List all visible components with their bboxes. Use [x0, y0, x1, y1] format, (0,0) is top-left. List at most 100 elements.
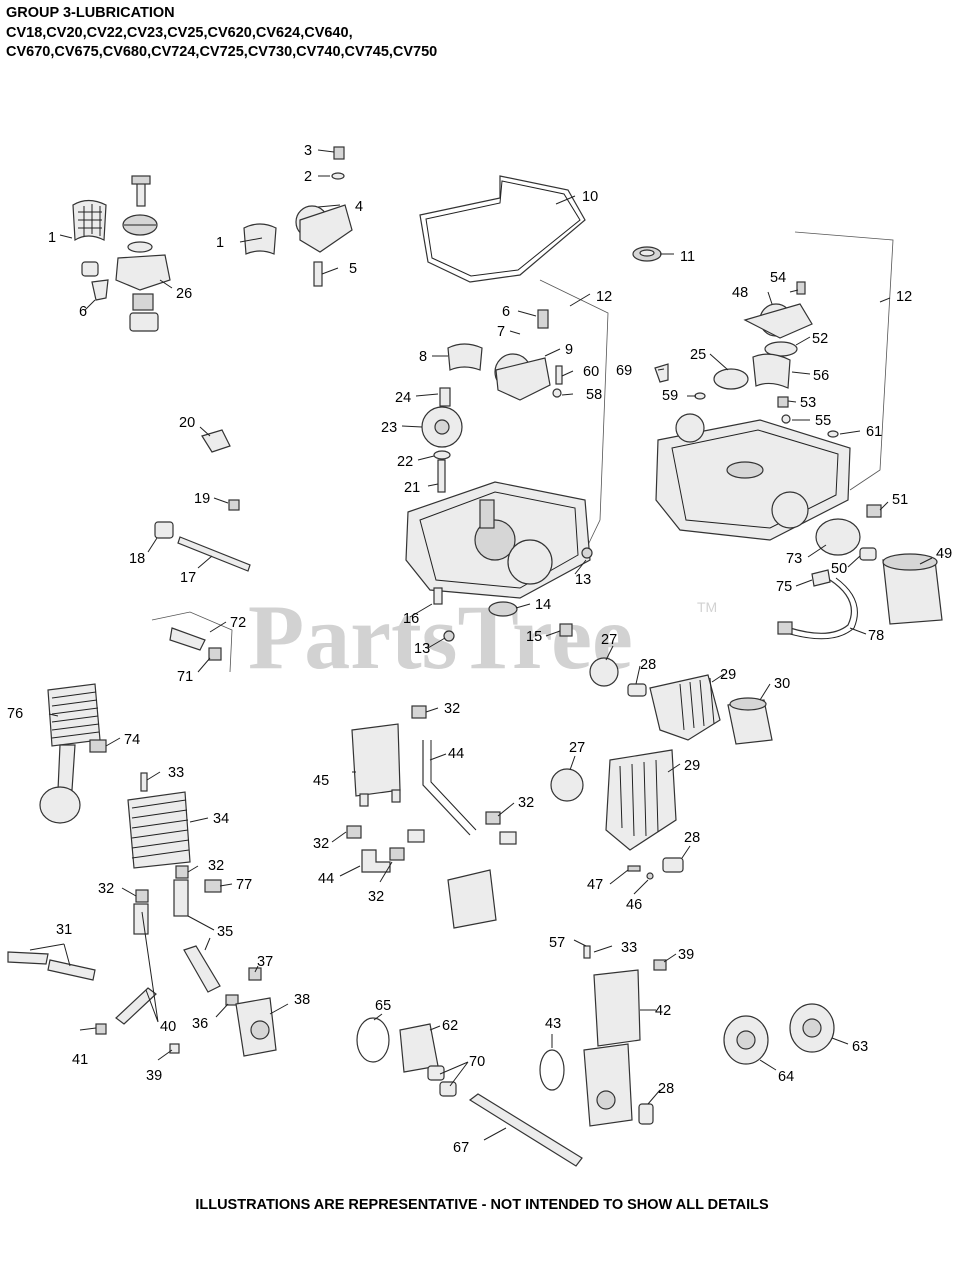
screw-33-bottom [583, 945, 591, 959]
group-bracket-12-center [539, 279, 609, 546]
callout-65: 65 [375, 998, 391, 1014]
callout-4: 4 [355, 199, 363, 215]
oil-cooler-34 [127, 791, 191, 869]
oil-hose-78 [789, 579, 852, 634]
callout-27-a: 27 [601, 632, 617, 648]
ball-46 [646, 872, 654, 880]
oil-cooler-29-upper [649, 674, 721, 741]
callout-52: 52 [812, 331, 828, 347]
callout-29-a: 29 [720, 667, 736, 683]
screw-33-left [140, 772, 148, 792]
callout-32-e: 32 [208, 858, 224, 874]
callout-58: 58 [586, 387, 602, 403]
callout-50: 50 [831, 561, 847, 577]
elbow-44 [361, 849, 391, 873]
callout-25: 25 [690, 347, 706, 363]
clamp-32-top [411, 705, 427, 719]
sleeve-18 [154, 521, 174, 539]
leader-lines [29, 149, 933, 1141]
fitting-36 [225, 994, 239, 1006]
callout-7: 7 [497, 324, 505, 340]
callout-27-b: 27 [569, 740, 585, 756]
callout-32-a: 32 [444, 701, 460, 717]
callout-39-b: 39 [678, 947, 694, 963]
callout-10: 10 [582, 189, 598, 205]
callout-77: 77 [236, 877, 252, 893]
callout-57: 57 [549, 935, 565, 951]
callout-20: 20 [179, 415, 195, 431]
o-ring-65 [356, 1017, 390, 1063]
clamp-32-b [135, 889, 149, 903]
callout-21: 21 [404, 480, 420, 496]
callout-33-a: 33 [168, 765, 184, 781]
hose-40-a [133, 903, 149, 935]
fitting-center [407, 829, 425, 843]
callout-8: 8 [419, 349, 427, 365]
adapter-plate-73 [815, 518, 861, 556]
callout-24: 24 [395, 390, 411, 406]
callout-55: 55 [815, 413, 831, 429]
plug-39-left [169, 1043, 180, 1054]
callout-41: 41 [72, 1052, 88, 1068]
callout-45: 45 [313, 773, 329, 789]
callout-56: 56 [813, 368, 829, 384]
adapter-62 [399, 1023, 439, 1073]
callout-33-b: 33 [621, 940, 637, 956]
callout-36: 36 [192, 1016, 208, 1032]
callout-53: 53 [800, 395, 816, 411]
oil-pickup-screen [72, 199, 107, 242]
hose-31-b [47, 959, 96, 981]
oil-pan-center [405, 481, 591, 599]
adapter-center [447, 869, 497, 929]
callout-73: 73 [786, 551, 802, 567]
callout-76: 76 [7, 706, 23, 722]
callout-5: 5 [349, 261, 357, 277]
fitting-37 [248, 967, 262, 981]
callout-1-b: 1 [216, 235, 224, 251]
plug-13-upper [581, 547, 593, 559]
oil-pan-right [655, 413, 851, 541]
nipple-70-a [427, 1065, 445, 1081]
plug-15 [559, 623, 573, 637]
nipple-28-bottom [638, 1103, 654, 1125]
oil-cooler-42 [593, 969, 641, 1047]
callout-30: 30 [774, 676, 790, 692]
callout-62: 62 [442, 1018, 458, 1034]
hose-end-78 [777, 621, 793, 635]
clamp-32-right [485, 811, 501, 825]
watermark-trademark: TM [697, 599, 717, 615]
fitting-75 [811, 569, 831, 587]
plug-13-lower [443, 630, 455, 642]
callout-12-a: 12 [596, 289, 612, 305]
callout-67: 67 [453, 1140, 469, 1156]
nipple-28-lower [662, 857, 684, 873]
hose-31-a [7, 951, 49, 965]
oil-cooler-45 [351, 723, 401, 797]
callout-14: 14 [535, 597, 551, 613]
callout-35: 35 [217, 924, 233, 940]
callout-64: 64 [778, 1069, 794, 1085]
callout-63: 63 [852, 1039, 868, 1055]
callout-37: 37 [257, 954, 273, 970]
clamp-32-bottom [389, 847, 405, 861]
oil-pump-center [421, 309, 563, 493]
adapter-27-lower [550, 768, 584, 802]
callout-74: 74 [124, 732, 140, 748]
oil-pickup-screen-2 [243, 223, 277, 255]
callout-59: 59 [662, 388, 678, 404]
callout-29-b: 29 [684, 758, 700, 774]
group-bracket-72 [151, 611, 233, 673]
callout-3: 3 [304, 143, 312, 159]
oil-pump-assembly-left [81, 175, 171, 332]
callout-75: 75 [776, 579, 792, 595]
cooler-adapter-42 [583, 1043, 633, 1127]
callout-70: 70 [469, 1054, 485, 1070]
oil-tube-44 [422, 740, 471, 836]
callout-12-b: 12 [896, 289, 912, 305]
clamp-71 [208, 647, 222, 661]
callout-13-a: 13 [414, 641, 430, 657]
callout-9: 9 [565, 342, 573, 358]
plug-19 [228, 499, 240, 511]
callout-13-b: 13 [575, 572, 591, 588]
